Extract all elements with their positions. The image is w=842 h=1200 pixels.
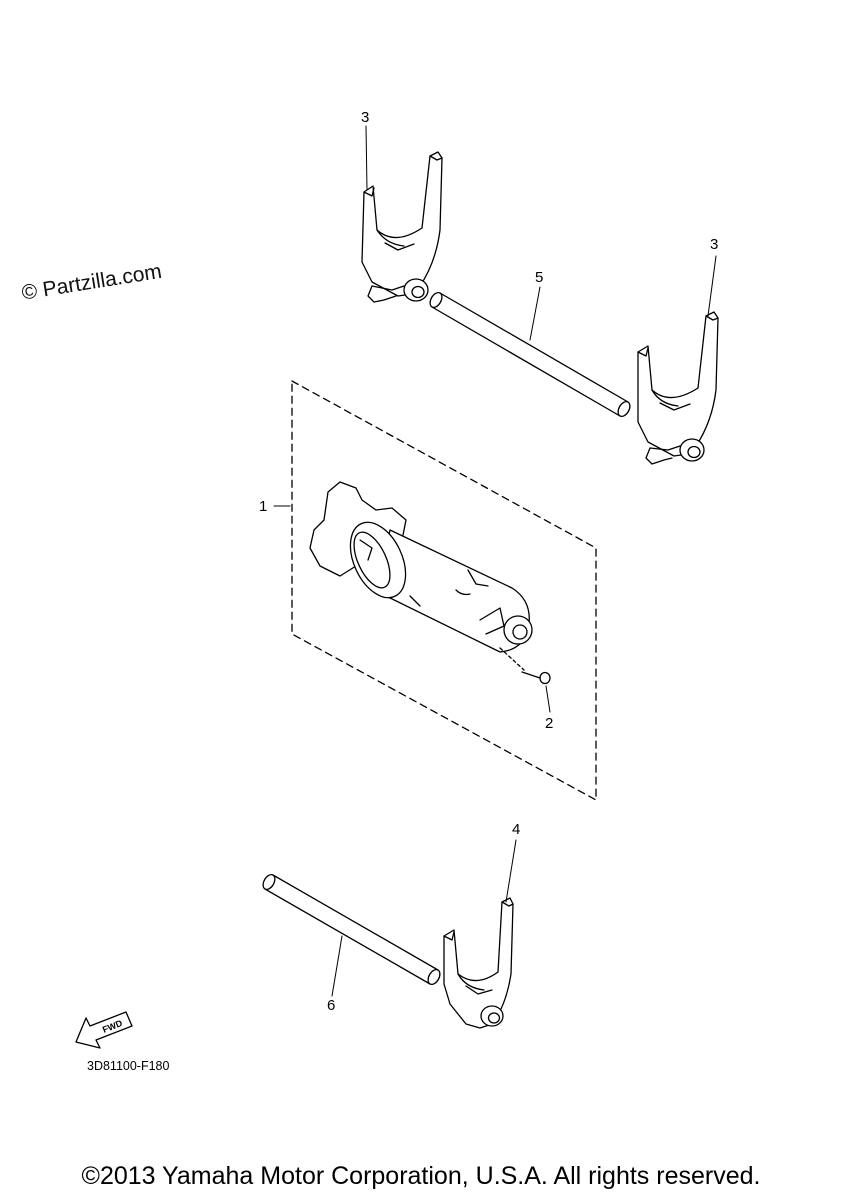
- callout-3-upper: 3: [361, 109, 370, 126]
- shift-fork-upper: [361, 151, 443, 303]
- assembly-boundary: [291, 380, 597, 801]
- leader-line-2: [545, 685, 551, 713]
- shift-fork-shaft-5: [429, 291, 631, 418]
- fwd-arrow-icon: [75, 1011, 133, 1049]
- callout-4: 4: [512, 821, 521, 838]
- leader-line-6: [331, 935, 343, 997]
- screw-part-2: [499, 647, 551, 685]
- drawing-code: 3D81100-F180: [87, 1059, 170, 1073]
- callout-3-right: 3: [710, 236, 719, 253]
- shift-fork-lower: [443, 897, 514, 1029]
- leader-line-4: [505, 839, 517, 903]
- leader-line-5: [529, 286, 541, 341]
- callout-6: 6: [327, 997, 336, 1014]
- callout-1: 1: [259, 498, 268, 515]
- callout-5: 5: [535, 269, 544, 286]
- callout-2: 2: [545, 715, 554, 732]
- shift-fork-right: [637, 311, 719, 465]
- leader-line-3-right: [707, 255, 717, 317]
- leader-line-3-upper: [365, 125, 368, 191]
- copyright-notice: ©2013 Yamaha Motor Corporation, U.S.A. A…: [81, 1162, 761, 1190]
- shift-fork-shaft-6: [262, 873, 441, 986]
- shift-drum: [309, 481, 533, 653]
